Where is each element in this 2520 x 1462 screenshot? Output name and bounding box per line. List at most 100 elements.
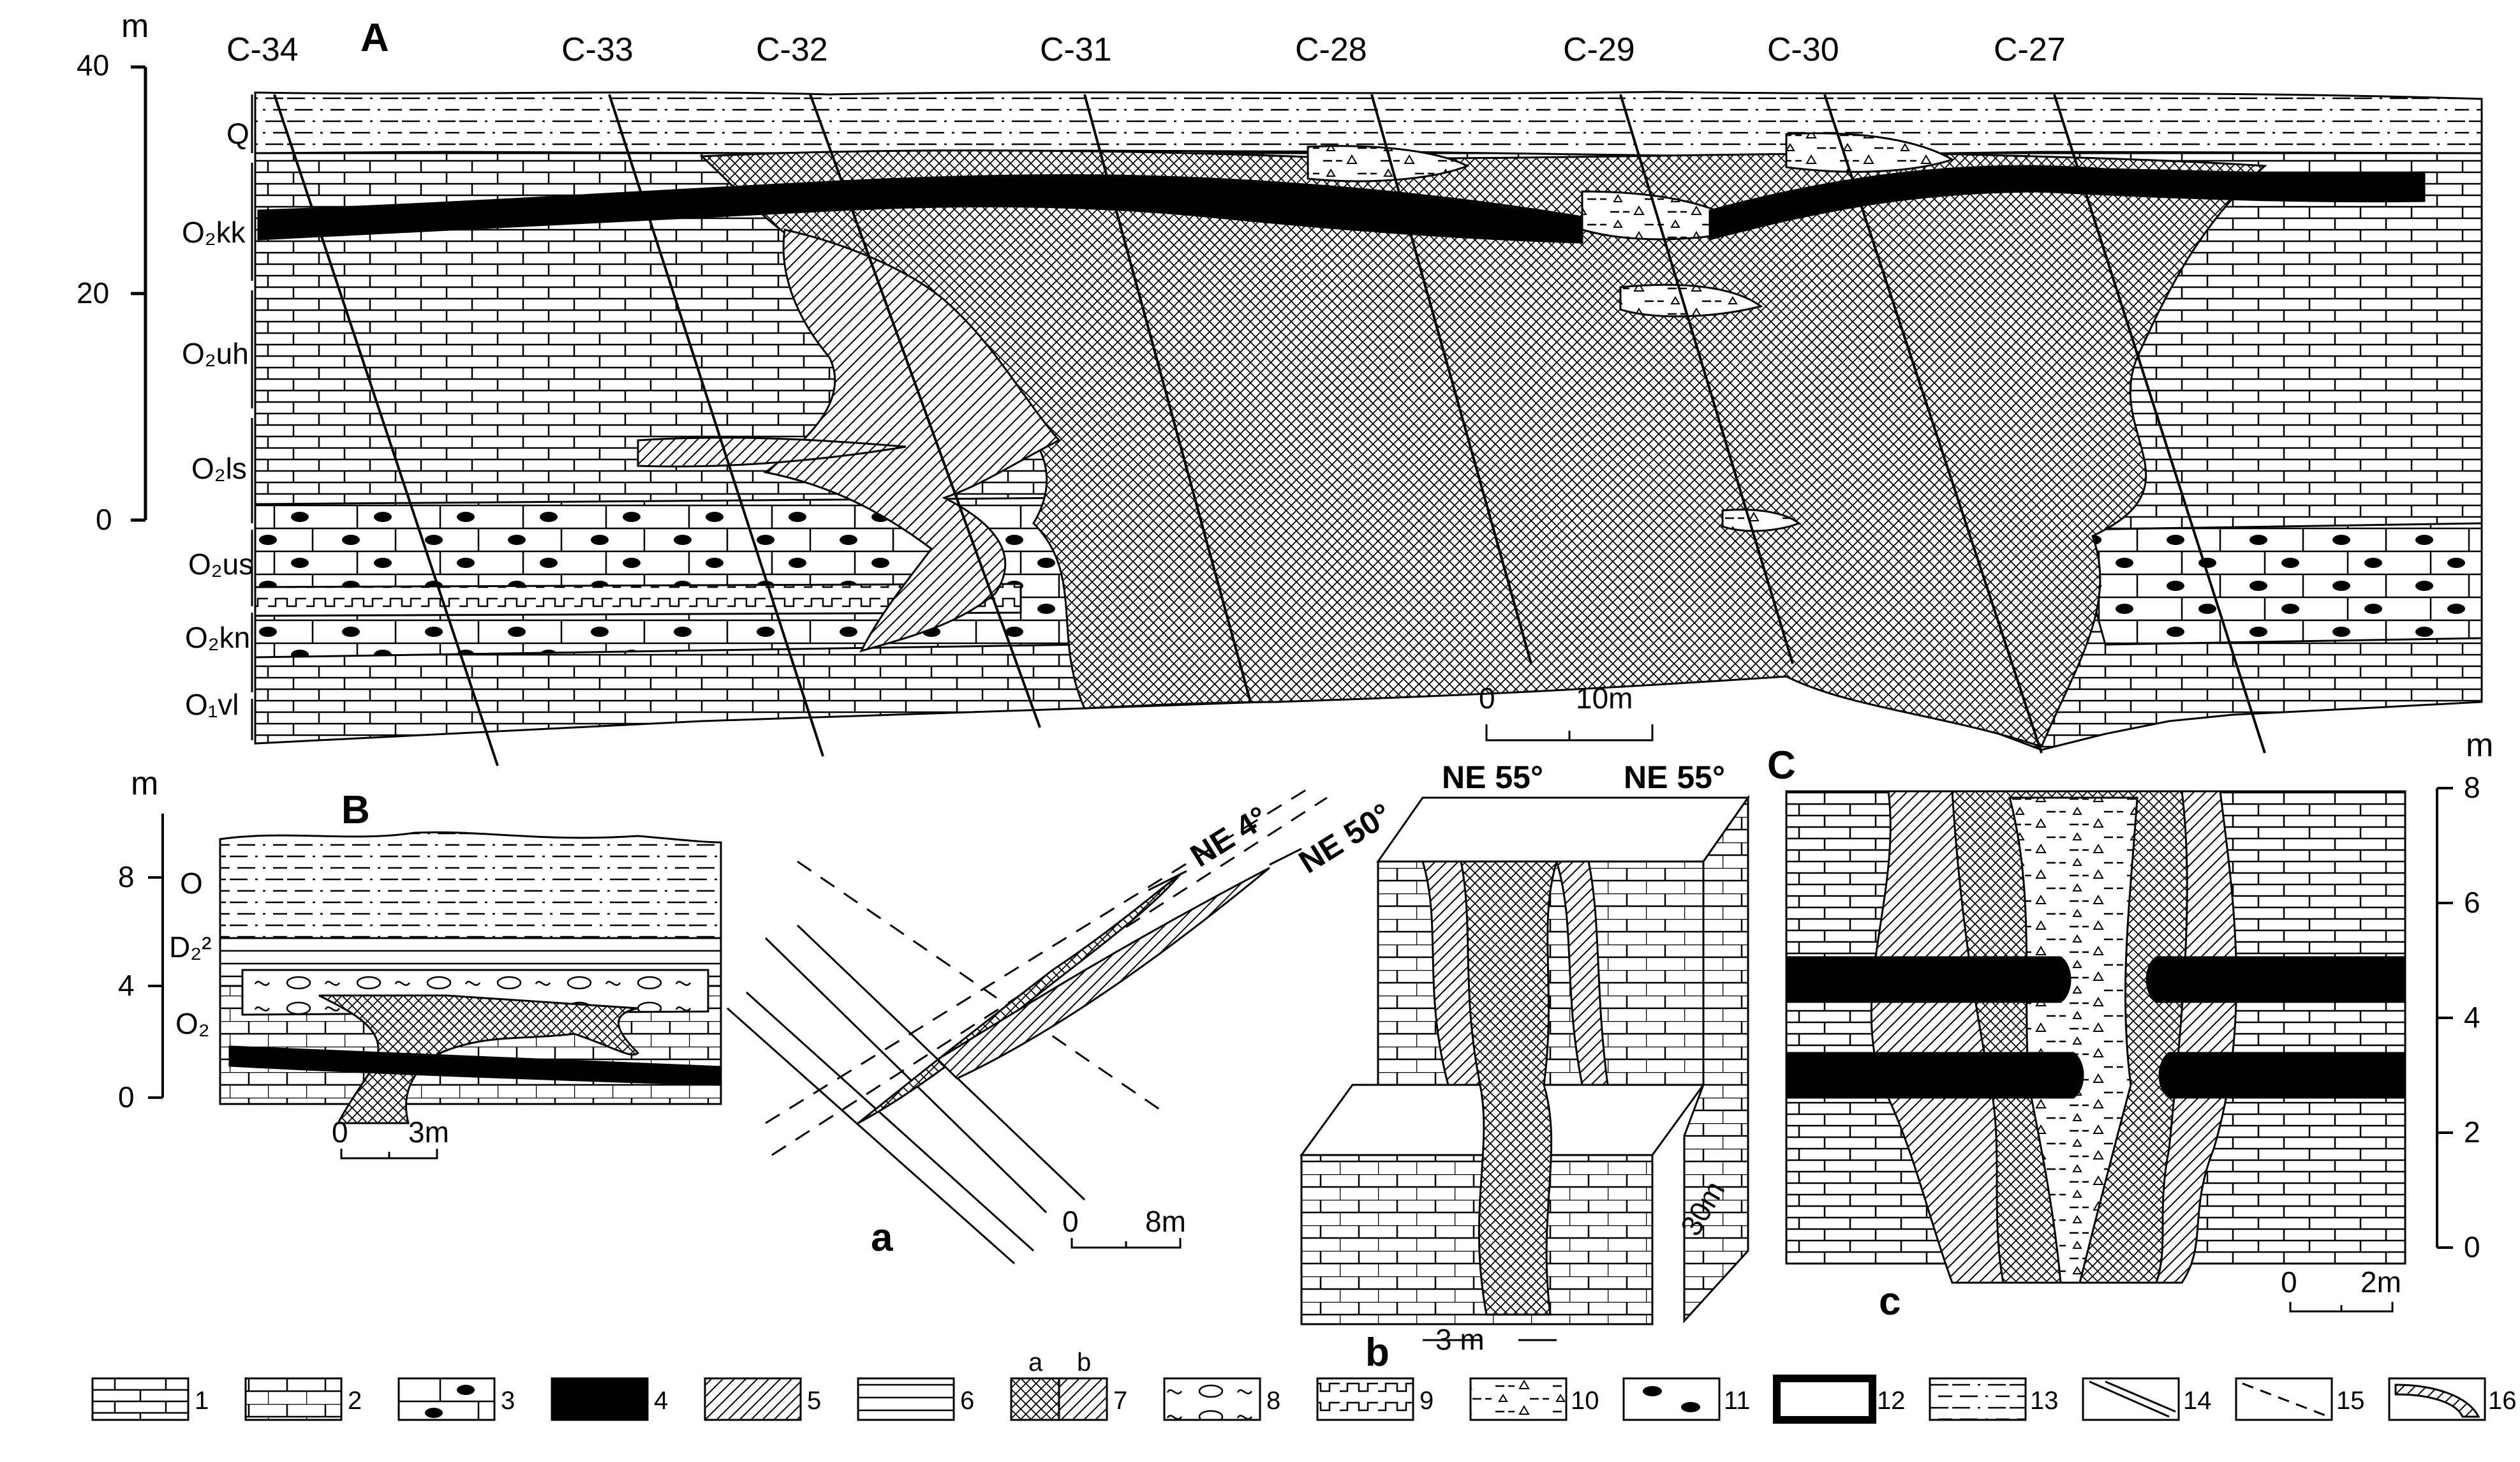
panel-c-coal-upper (1785, 956, 2406, 1003)
panel-c-depth-axis: m 8 6 4 2 0 (2436, 727, 2493, 1264)
legend-swatch-11 (1622, 1377, 1721, 1421)
panel-c-scale-zero: 0 (2281, 1265, 2297, 1299)
well-line-c27 (2053, 94, 2266, 754)
legend-label-8: 8 (1266, 1387, 1280, 1415)
panel-b-scale-value: 3m (408, 1115, 449, 1149)
dolomite-body-cross (699, 149, 2267, 748)
panel-a-tick-0: 0 (96, 503, 112, 536)
panel-c-tick-2: 2 (2464, 1115, 2480, 1149)
panel-b-axis-unit: m (131, 765, 158, 802)
panel-a-layers (254, 91, 2483, 751)
well-label-c32: C-32 (756, 31, 828, 68)
legend (91, 1375, 2486, 1424)
panel-a-axis-unit: m (121, 8, 149, 45)
legend-label-7b: b (1077, 1348, 1091, 1376)
panel-c-tick-0: 0 (2464, 1230, 2480, 1264)
panel-a-tick-20: 20 (77, 276, 109, 310)
legend-label-12: 12 (1877, 1387, 1906, 1415)
panel-c-tick-6: 6 (2464, 886, 2480, 919)
panel-a-well-labels: C-34 C-33 C-32 C-31 C-28 C-29 C-30 C-27 (226, 31, 2066, 68)
panel-a-scale-bar: 0 10m (1479, 682, 1654, 742)
coal-seam (257, 174, 1583, 244)
panel-c-tick-4: 4 (2464, 1001, 2480, 1034)
legend-label-2: 2 (348, 1387, 362, 1415)
breccia-lens-1 (1307, 145, 1470, 183)
panel-c-scale-bar: 0 2m (2281, 1265, 2401, 1313)
legend-label-14: 14 (2183, 1387, 2212, 1415)
panel-b-tick-0: 0 (118, 1080, 135, 1114)
panel-a-plan-scale-bar: 0 8m (1062, 1205, 1186, 1249)
panel-c-sub-letter: c (1879, 1279, 1901, 1324)
formation-label-o2kn: O₂kn (185, 621, 250, 654)
direction-ne-4: NE 4° (1184, 799, 1274, 874)
panel-a-scale-zero: 0 (1479, 682, 1495, 715)
panel-c-tick-8: 8 (2464, 771, 2480, 804)
well-label-c34: C-34 (226, 31, 299, 68)
well-label-c33: C-33 (561, 31, 634, 68)
panel-block-b: NE 55° NE 55° 3 m 30m b (1300, 759, 1750, 1375)
legend-label-7: 7 (1113, 1387, 1127, 1415)
legend-swatch-7b (1058, 1377, 1108, 1421)
coal-seam-east (1708, 165, 2426, 241)
legend-swatch-6 (857, 1377, 955, 1421)
legend-swatch-15-mark (2242, 1382, 2326, 1417)
legend-labels: 1 2 3 4 5 6 7 a b 8 9 10 11 12 13 14 15 … (195, 1348, 2517, 1415)
formation-label-o1vl: O₁vl (185, 688, 239, 721)
well-line-c34 (273, 94, 499, 766)
well-line-c28 (1370, 94, 1532, 664)
dashed-trend-3 (765, 784, 1315, 1124)
legend-label-15: 15 (2336, 1387, 2365, 1415)
legend-label-4: 4 (654, 1387, 668, 1415)
plan-direction-arrows (1148, 847, 1302, 891)
legend-swatch-11-mark-1 (1643, 1386, 1662, 1396)
nodular-limestone-band-east (2072, 522, 2483, 646)
legend-label-11: 11 (1724, 1387, 1751, 1415)
dashed-trend-1 (797, 860, 1162, 1112)
panel-a-letter: A (360, 16, 389, 60)
panel-b-formation-d22: D₂² (169, 930, 211, 964)
block-top-face (1376, 796, 1750, 863)
block-front-lower (1300, 1154, 1654, 1325)
legend-label-10: 10 (1571, 1387, 1599, 1415)
panel-a-wells (273, 94, 2266, 766)
formation-label-o2uh: O₂uh (182, 337, 249, 370)
legend-swatch-4 (551, 1377, 649, 1421)
legend-label-6: 6 (960, 1387, 974, 1415)
panel-a-plan-scale-zero: 0 (1062, 1205, 1079, 1238)
block-vein-hatch (1421, 860, 1609, 1086)
formation-label-o2ls: O₂ls (191, 452, 247, 485)
legend-swatch-16-mark (2394, 1384, 2480, 1418)
panel-b-cover (219, 831, 722, 939)
panel-b-scale-zero: 0 (332, 1115, 348, 1149)
stylolite-band (254, 583, 1022, 617)
panel-a-section: m 40 20 0 Q O₂kk O₂uh O₂ls O₂us O₂kn O₁v… (77, 8, 2483, 766)
formation-label-q: Q (226, 117, 249, 150)
plan-dolomite-hatch (936, 867, 1270, 1080)
legend-swatch-11-mark-2 (1681, 1402, 1700, 1412)
well-label-c29: C-29 (1563, 31, 1635, 68)
legend-label-5: 5 (807, 1387, 821, 1415)
panel-a-tick-40: 40 (77, 48, 109, 82)
breccia-lens-4 (1785, 132, 1955, 173)
block-direction-2: NE 55° (1624, 759, 1725, 795)
legend-swatch-8 (1163, 1377, 1261, 1421)
panel-b-section: m 8 4 0 B O D₂² O₂ 0 3m (118, 765, 722, 1160)
formation-label-o2us: O₂us (188, 548, 253, 581)
legend-swatch-7a (1010, 1377, 1060, 1421)
block-width-dimension: 3 m (1423, 1323, 1557, 1356)
block-direction-1: NE 55° (1442, 759, 1543, 795)
panel-a-plan-scale-value: 8m (1145, 1205, 1186, 1238)
well-label-c28: C-28 (1295, 31, 1367, 68)
panel-plan-a: NE 4° NE 50° a 0 8m (727, 784, 1398, 1265)
legend-swatch-5 (704, 1377, 802, 1421)
legend-swatch-2 (244, 1377, 343, 1421)
legend-swatch-10 (1469, 1377, 1568, 1421)
legend-label-13: 13 (2030, 1387, 2059, 1415)
panel-b-formation-o: O (180, 867, 203, 900)
panel-b-block-letter: b (1365, 1331, 1390, 1375)
well-label-c30: C-30 (1767, 31, 1839, 68)
panel-b-tick-8: 8 (118, 860, 135, 893)
legend-label-16: 16 (2488, 1387, 2517, 1415)
panel-b-layers (219, 831, 722, 1124)
